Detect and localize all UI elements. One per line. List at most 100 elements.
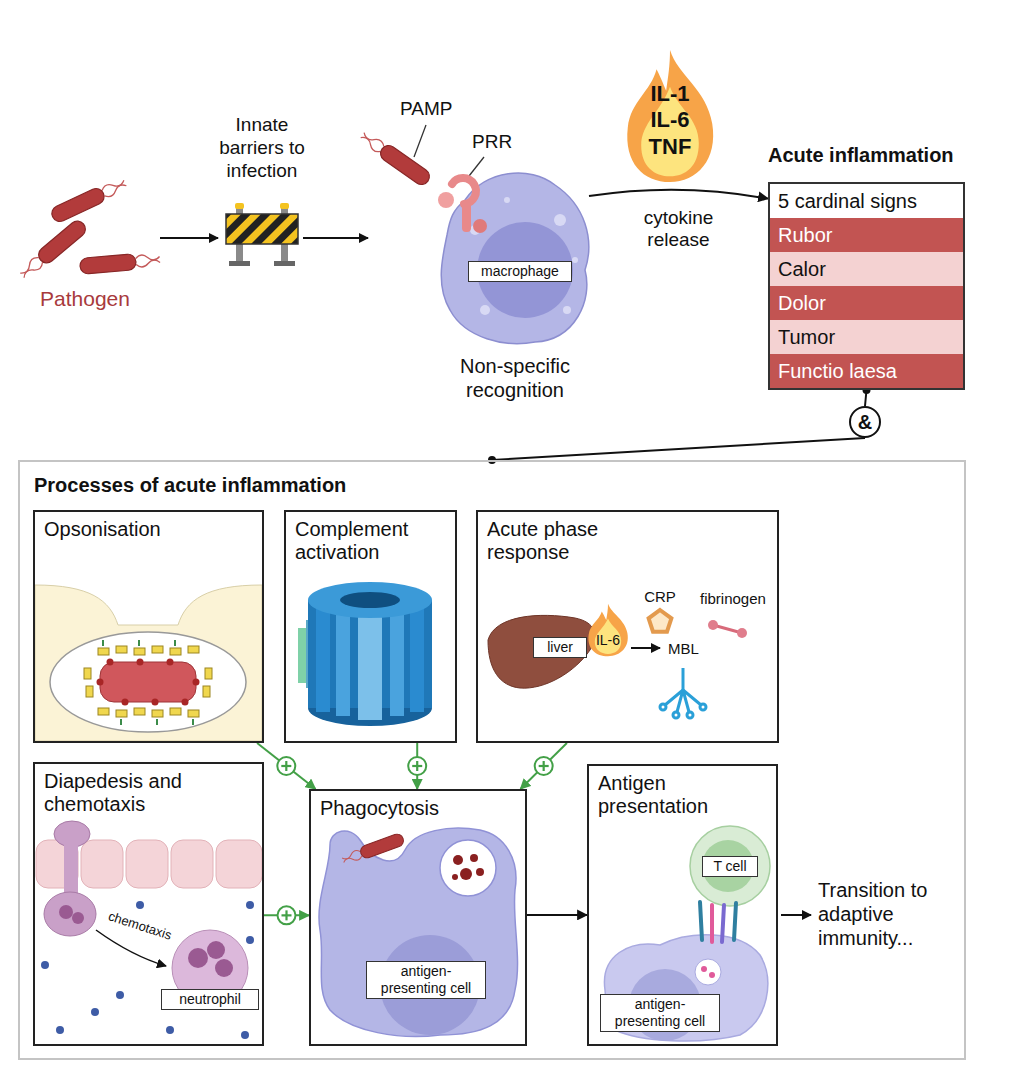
- sign-row: Calor: [770, 252, 963, 286]
- complement-pore: [298, 628, 306, 683]
- complement-pore: [410, 600, 424, 712]
- opsonisation-picture: [35, 585, 262, 741]
- plus-icon: [285, 761, 287, 771]
- opsonisation-picture: [120, 719, 122, 725]
- plus-icon: [543, 761, 545, 771]
- opsonisation-picture: [192, 719, 194, 725]
- pathogen-bacteria: [17, 176, 160, 282]
- plus-icon: [277, 757, 295, 775]
- free-label: PAMP: [400, 98, 460, 121]
- opsonisation-picture: [86, 686, 93, 697]
- acute-phase-picture: [488, 615, 595, 688]
- junction-circle: &: [849, 406, 881, 438]
- diapedesis-picture: [81, 840, 123, 888]
- connector: [589, 190, 768, 199]
- label-box: T cell: [702, 856, 758, 877]
- cytokine-flame: IL-6: [586, 603, 630, 657]
- diapedesis-picture: [136, 901, 144, 909]
- connector: [520, 743, 566, 789]
- diapedesis-picture: [241, 1031, 249, 1039]
- opsonisation-picture: [152, 699, 159, 706]
- plus-icon: [408, 757, 426, 775]
- acute-phase-picture: [649, 610, 672, 632]
- antigen-presentation-picture: [701, 966, 707, 972]
- phagocyte-picture: [440, 840, 496, 896]
- label-box: neutrophil: [161, 989, 259, 1010]
- node-text: neutrophil: [166, 991, 254, 1008]
- diapedesis-picture: [246, 901, 254, 909]
- complement-pore: [340, 592, 400, 608]
- label-box: liver: [533, 637, 587, 658]
- diapedesis-picture: [91, 1008, 99, 1016]
- connector: [416, 743, 418, 789]
- opsonisation-picture: [156, 719, 158, 725]
- diapedesis-picture: [59, 905, 73, 919]
- process-box: Phagocytosisantigen-presenting cell: [309, 789, 527, 1046]
- complement-pore: [308, 582, 432, 618]
- node-text: Acute inflammation: [768, 144, 961, 167]
- flow-arrow: [781, 914, 811, 916]
- node-text: Tumor: [778, 320, 963, 354]
- flame-shape: [586, 603, 630, 657]
- node-text: Calor: [778, 252, 963, 286]
- process-box: Diapedesis and chemotaxisneutrophil: [33, 762, 264, 1046]
- opsonisation-picture: [98, 708, 109, 715]
- node-text: Antigen presentation: [589, 766, 776, 818]
- acute-phase-picture: [682, 668, 685, 690]
- node-text: 5 cardinal signs: [778, 184, 963, 218]
- opsonisation-picture: [188, 710, 199, 717]
- node-text: Rubor: [778, 218, 963, 252]
- diapedesis-picture: [126, 840, 168, 888]
- antigen-presentation-picture: [734, 903, 736, 940]
- macrophage-cell: [504, 197, 510, 203]
- diapedesis-picture: [72, 912, 84, 924]
- barrier-icon: [226, 203, 298, 266]
- process-box: Acute phase responseliverIL-6: [476, 510, 779, 743]
- antigen-presentation-picture: [700, 902, 736, 942]
- flame-shape: [627, 50, 713, 182]
- process-panel: Processes of acute inflammationOpsonisat…: [18, 460, 966, 1060]
- diapedesis-picture: [64, 840, 78, 900]
- opsonisation-picture: [97, 659, 200, 706]
- diapedesis-picture: [41, 961, 49, 969]
- node-text: IL-6: [596, 632, 620, 649]
- opsonisation-picture: [167, 659, 174, 666]
- diapedesis-picture: [171, 840, 213, 888]
- label-box: macrophage: [468, 261, 572, 282]
- antigen-presentation-picture: [695, 959, 721, 985]
- pathogen-bacteria: [49, 176, 128, 224]
- node-text: Opsonisation: [35, 512, 262, 541]
- opsonisation-picture: [35, 585, 262, 741]
- acute-phase-picture: [660, 704, 666, 710]
- node-text: T cell: [707, 858, 753, 875]
- process-box: Opsonisation: [33, 510, 264, 743]
- process-box: Antigen presentation T cell antigen-presen…: [587, 764, 778, 1046]
- label-box: antigen-presenting cell: [366, 961, 486, 999]
- acute-phase-picture: [660, 668, 706, 718]
- opsonisation-picture: [107, 659, 114, 666]
- plus-icon: [535, 757, 553, 775]
- edge-label: cytokine release: [624, 207, 734, 253]
- pathogen-bacteria: [79, 251, 160, 274]
- macrophage-cell: [441, 173, 588, 344]
- leader-line: [469, 157, 484, 176]
- plus-icon: [277, 757, 295, 775]
- free-label: Transition to adaptive immunity...: [818, 878, 968, 950]
- phagocyte-picture: [470, 854, 478, 862]
- macrophage-cell: [563, 306, 571, 314]
- opsonisation-picture: [134, 648, 145, 655]
- opsonisation-picture: [137, 659, 144, 666]
- opsonisation-picture: [203, 686, 210, 697]
- node-text: Complement activation: [286, 512, 455, 564]
- macrophage-cell: [462, 200, 471, 232]
- label-box: antigen-presenting cell: [600, 994, 720, 1032]
- acute-phase-picture: [687, 712, 693, 718]
- complement-pore: [316, 600, 330, 712]
- macrophage-cell: [473, 219, 487, 233]
- antigen-presentation-picture: [700, 902, 702, 940]
- opsonisation-picture: [122, 699, 129, 706]
- opsonisation-picture: [193, 679, 200, 686]
- opsonisation-picture: [205, 668, 212, 679]
- antigen-presentation-picture: [709, 972, 715, 978]
- diapedesis-picture: [56, 1026, 64, 1034]
